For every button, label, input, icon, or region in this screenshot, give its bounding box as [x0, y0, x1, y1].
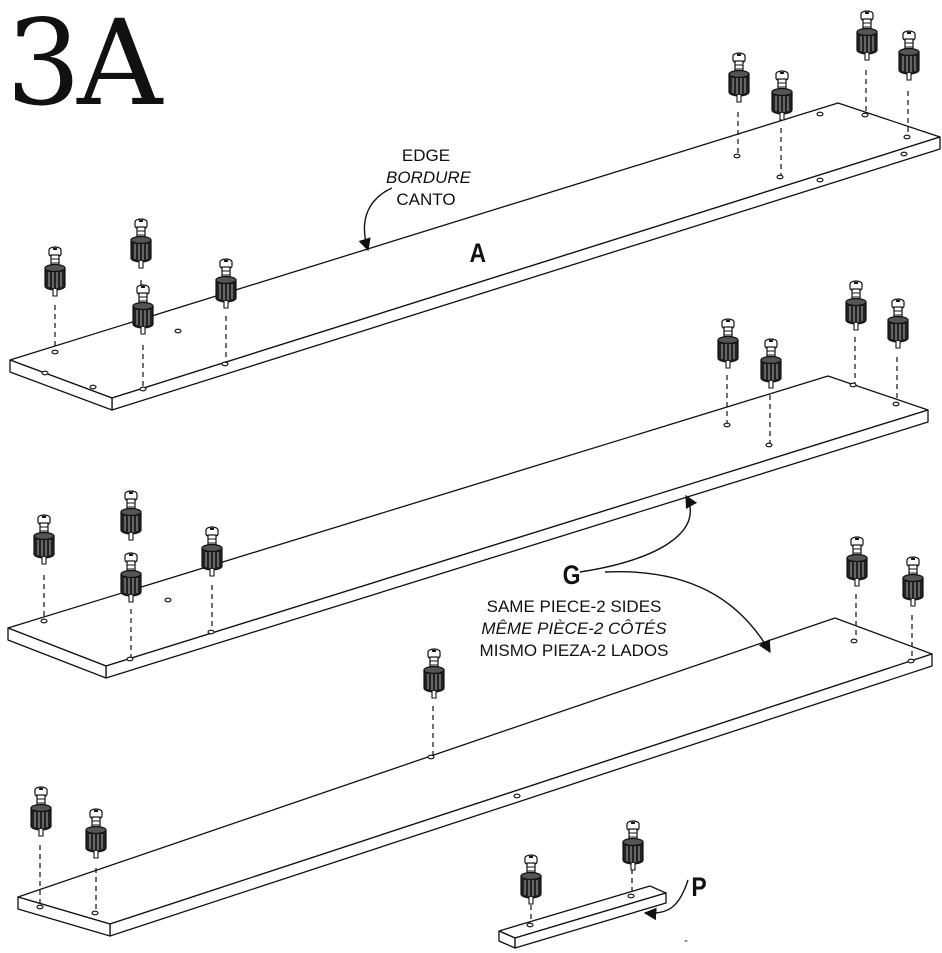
- cam-bolt-icon: [898, 30, 920, 81]
- cam-bolt-icon: [130, 218, 152, 269]
- stray-mark: -: [684, 933, 688, 947]
- cam-bolt-icon: [33, 514, 55, 565]
- edge-note-fr: BORDURE: [386, 168, 472, 187]
- same-piece-note-es: MISMO PIEZA-2 LADOS: [479, 641, 669, 660]
- cam-bolt-icons: [30, 10, 924, 905]
- edge-note-en: EDGE: [401, 146, 451, 165]
- cam-bolt-icon: [132, 284, 154, 335]
- same-piece-note-en: SAME PIECE-2 SIDES: [486, 597, 662, 616]
- cam-bolt-icon: [215, 258, 237, 309]
- callout-arrows: [358, 187, 771, 921]
- cam-bolt-icon: [760, 338, 782, 389]
- cam-bolt-icon: [846, 536, 868, 587]
- cam-bolt-icon: [771, 70, 793, 121]
- part-label-a: A: [469, 238, 487, 268]
- panel-g-lower: [17, 617, 933, 937]
- cam-bolt-icon: [902, 556, 924, 607]
- cam-bolt-icon: [520, 854, 542, 905]
- edge-note-es: CANTO: [396, 190, 456, 209]
- part-label-p: P: [691, 872, 707, 902]
- part-label-g: G: [562, 560, 581, 590]
- panel-a: [9, 102, 941, 411]
- cam-bolt-icon: [423, 648, 445, 699]
- drill-holes: [36, 111, 915, 928]
- insertion-guides: [39, 70, 913, 923]
- cam-bolt-icon: [85, 808, 107, 859]
- cam-bolt-icon: [728, 52, 750, 103]
- same-piece-note-fr: MÊME PIÈCE-2 CÔTÉS: [481, 619, 667, 638]
- cam-bolt-icon: [717, 318, 739, 369]
- cam-bolt-icon: [845, 280, 867, 331]
- same-piece-note: SAME PIECE-2 SIDES MÊME PIÈCE-2 CÔTÉS MI…: [444, 596, 704, 662]
- cam-bolt-icon: [201, 526, 223, 577]
- cam-bolt-icon: [856, 10, 878, 61]
- cam-bolt-icon: [120, 490, 142, 541]
- cam-bolt-icon: [30, 786, 52, 837]
- cam-bolt-icon: [622, 820, 644, 871]
- cam-bolt-icon: [120, 552, 142, 603]
- panel-g-upper: [7, 375, 929, 679]
- cam-bolt-icon: [887, 298, 909, 349]
- cam-bolt-icon: [44, 246, 66, 297]
- step-number: 3A: [6, 0, 162, 132]
- edge-note: EDGE BORDURE CANTO: [386, 145, 472, 211]
- part-p: [498, 885, 667, 949]
